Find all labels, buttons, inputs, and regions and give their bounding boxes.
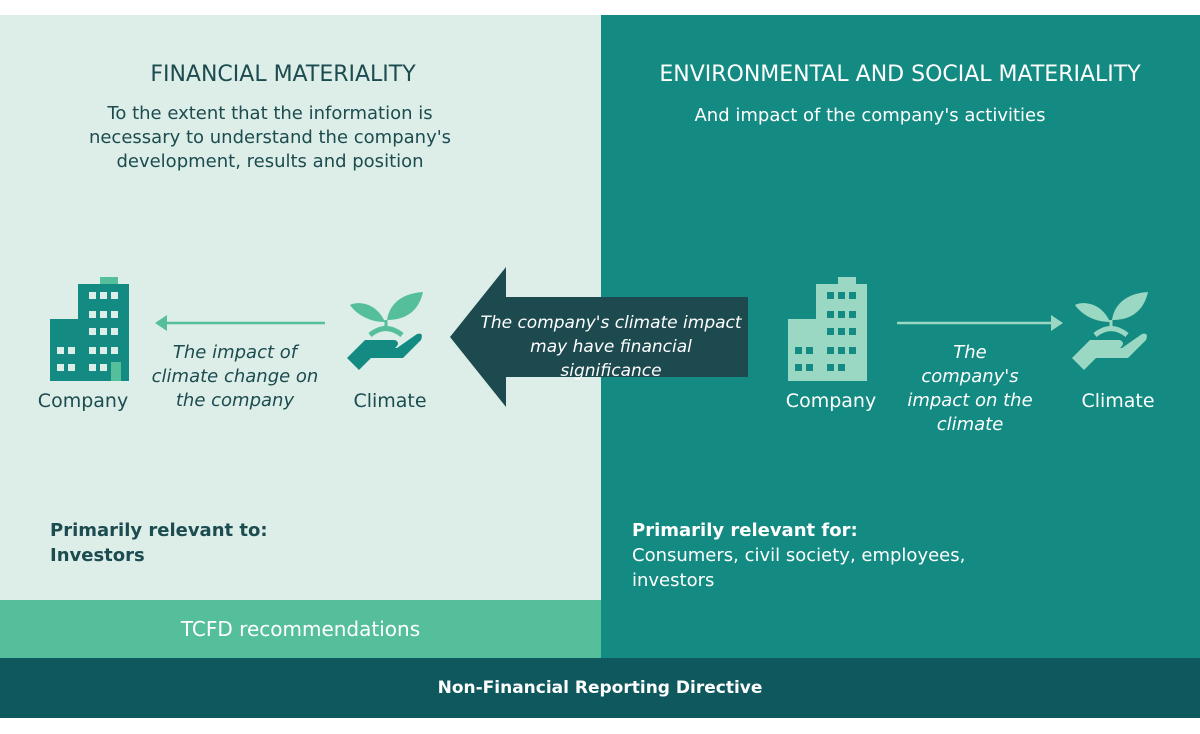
environmental-title: ENVIRONMENTAL AND SOCIAL MATERIALITY [659, 62, 1141, 87]
financial-subtitle: To the extent that the information is ne… [88, 103, 452, 172]
building-icon [788, 277, 867, 381]
financial-company-label: Company [37, 390, 129, 412]
environmental-relevance-heading: Primarily relevant for: [632, 520, 858, 541]
financial-relevance-value: Investors [50, 545, 145, 566]
environmental-climate-label: Climate [1081, 390, 1155, 412]
financial-title: FINANCIAL MATERIALITY [150, 62, 416, 87]
arrow-right-icon [897, 315, 1063, 331]
environmental-company-label: Company [785, 390, 877, 412]
environmental-relevance: Primarily relevant for: Consumers, civil… [632, 518, 992, 593]
big-arrow-left-icon [450, 267, 748, 407]
plant-in-hand-icon [1072, 292, 1148, 370]
tcfd-recommendations-bar: TCFD recommendations [0, 600, 601, 658]
arrow-left-icon [155, 315, 325, 331]
environmental-arrow-caption: The company's impact on the climate [907, 342, 1033, 435]
environmental-subtitle: And impact of the company's activities [694, 105, 1046, 126]
plant-in-hand-icon [347, 292, 423, 370]
financial-relevance-heading: Primarily relevant to: [50, 520, 268, 541]
environmental-relevance-value: Consumers, civil society, employees, inv… [632, 545, 966, 591]
nfrd-bar: Non-Financial Reporting Directive [0, 658, 1200, 718]
financial-relevance: Primarily relevant to: Investors [50, 518, 268, 568]
building-icon [50, 277, 129, 381]
financial-arrow-caption: The impact of climate change on the comp… [151, 342, 319, 411]
center-arrow-text: The company's climate impact may have fi… [480, 313, 742, 381]
financial-climate-label: Climate [353, 390, 427, 412]
